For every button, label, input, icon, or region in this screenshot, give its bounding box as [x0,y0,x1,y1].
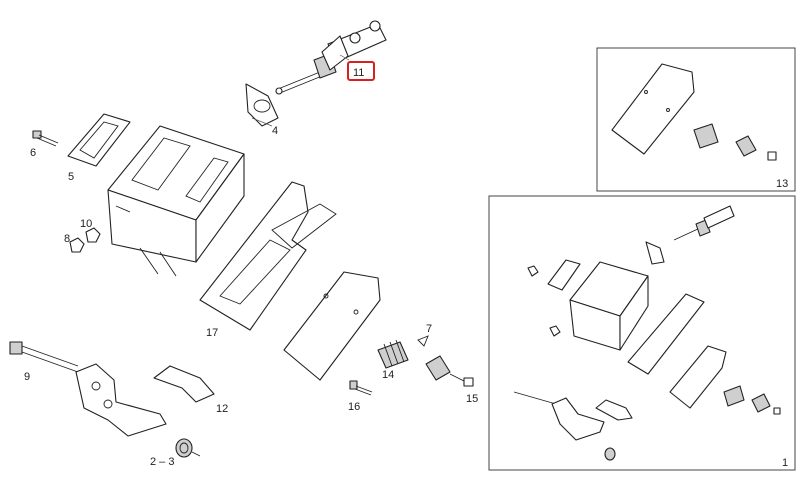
inset-13-cover-plate[interactable] [611,63,695,155]
callout-label-16[interactable]: 16 [348,401,360,413]
callout-label-15[interactable]: 15 [466,393,478,405]
inset-1-small-plate[interactable] [547,259,581,291]
nut-part-10[interactable] [85,227,101,243]
inset-frame-13 [596,47,796,192]
callout-label-14[interactable]: 14 [382,369,394,381]
inset-1-bracket[interactable] [595,399,633,421]
master-cylinder-part[interactable] [275,20,387,95]
bracket-part[interactable] [153,365,215,403]
inset-1-gasket[interactable] [645,241,665,265]
callout-label-8[interactable]: 8 [64,233,70,245]
pedal-box-part[interactable] [107,125,245,277]
callout-label-1[interactable]: 1 [782,457,788,469]
small-bolt-part[interactable] [349,380,373,396]
inset-1-pedal-arm[interactable] [513,391,605,441]
callout-label-17[interactable]: 17 [206,327,218,339]
clip-part[interactable] [417,335,429,347]
callout-label-11[interactable]: 11 [353,67,364,79]
callout-label-13[interactable]: 13 [776,178,788,190]
plate-part[interactable] [67,113,131,167]
long-bolt-part[interactable] [9,341,79,373]
inset-1-base-plate[interactable] [627,293,705,375]
selected-callout-box[interactable] [347,61,375,81]
inset-13-spring[interactable] [693,123,719,149]
callout-label-6[interactable]: 6 [30,147,36,159]
callout-label-10[interactable]: 10 [80,218,92,230]
gasket-part[interactable] [245,83,279,127]
callout-label-12[interactable]: 12 [216,403,228,415]
callout-label-4[interactable]: 4 [272,125,278,137]
pivot-bolt-part[interactable] [425,355,474,387]
inset-1-pedal-box[interactable] [569,261,649,351]
callout-label-5[interactable]: 5 [68,171,74,183]
inset-1-nuts[interactable] [527,265,561,337]
inset-1-bushing[interactable] [604,447,616,461]
inset-1-master-cylinder[interactable] [673,205,735,241]
cover-plate-part[interactable] [283,271,381,381]
bushing-part[interactable] [175,438,201,458]
inset-13-pivot-bolt[interactable] [735,135,777,161]
inset-1-pivot-bolt[interactable] [751,393,781,415]
callout-label-7[interactable]: 7 [426,323,432,335]
pedal-arm-part[interactable] [75,363,167,437]
spring-part[interactable] [377,339,409,369]
inset-frame-1 [488,195,796,471]
bolt-part[interactable] [32,130,59,147]
callout-label-9[interactable]: 9 [24,371,30,383]
base-plate-part[interactable] [199,181,337,331]
inset-1-spring[interactable] [723,385,745,407]
inset-1-cover-plate[interactable] [669,345,727,409]
callout-label-2-3[interactable]: 2 – 3 [150,456,174,468]
nut-part-8[interactable] [69,237,85,253]
